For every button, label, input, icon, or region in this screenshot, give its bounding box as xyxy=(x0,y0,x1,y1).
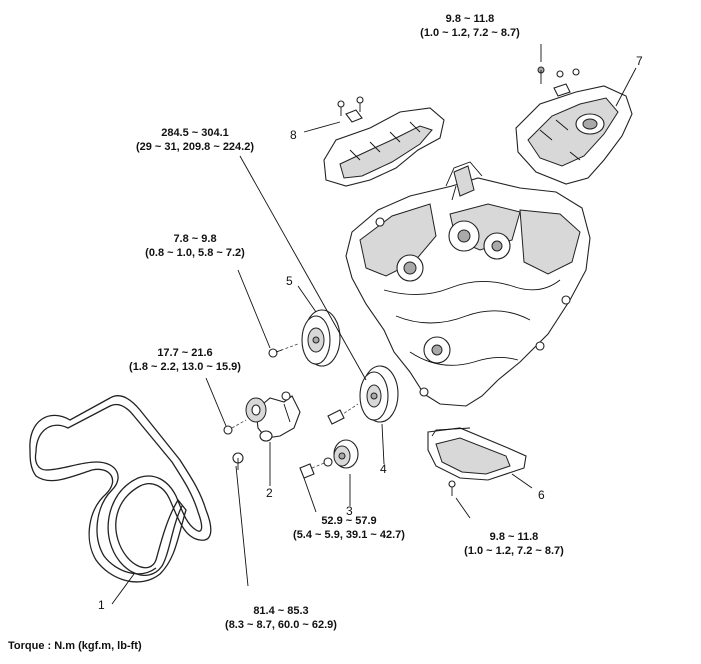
callout-crankshaft-pulley: 4 xyxy=(380,462,387,476)
callout-auto-tensioner: 2 xyxy=(266,486,273,500)
torque-label-idler-pulley: 52.9 ~ 57.9 (5.4 ~ 5.9, 39.1 ~ 42.7) xyxy=(274,514,424,542)
callout-head-cover-right: 7 xyxy=(636,54,643,68)
torque-kgf-lbft: (8.3 ~ 8.7, 60.0 ~ 62.9) xyxy=(225,619,337,631)
crankshaft-pulley-bolt xyxy=(327,409,345,425)
engine-block xyxy=(345,161,591,407)
cylinder-head-cover-left xyxy=(323,96,445,187)
idler-pulley-bolts xyxy=(299,457,333,479)
torque-label-tensioner: 17.7 ~ 21.6 (1.8 ~ 2.2, 13.0 ~ 15.9) xyxy=(100,346,270,374)
torque-label-head-cover-right: 9.8 ~ 11.8 (1.0 ~ 1.2, 7.2 ~ 8.7) xyxy=(400,12,540,40)
torque-nm: 52.9 ~ 57.9 xyxy=(321,515,377,527)
lower-oil-pan xyxy=(427,427,527,496)
torque-nm: 284.5 ~ 304.1 xyxy=(161,127,229,139)
torque-nm: 7.8 ~ 9.8 xyxy=(173,233,217,245)
torque-kgf-lbft: (29 ~ 31, 209.8 ~ 224.2) xyxy=(135,141,255,153)
drive-belt xyxy=(29,395,212,583)
torque-kgf-lbft: (1.0 ~ 1.2, 7.2 ~ 8.7) xyxy=(464,545,564,557)
torque-kgf-lbft: (0.8 ~ 1.0, 5.8 ~ 7.2) xyxy=(145,247,245,259)
torque-kgf-lbft: (1.0 ~ 1.2, 7.2 ~ 8.7) xyxy=(420,27,520,39)
tensioner-bolts xyxy=(223,419,247,470)
torque-nm: 81.4 ~ 85.3 xyxy=(253,605,309,617)
callout-drive-belt: 1 xyxy=(98,598,105,612)
callout-idler-pulley: 3 xyxy=(346,504,353,518)
callout-head-cover-left: 8 xyxy=(290,128,297,142)
torque-unit-legend: Torque : N.m (kgf.m, lb-ft) xyxy=(8,640,142,652)
crankshaft-damper-pulley xyxy=(339,365,399,423)
torque-nm: 9.8 ~ 11.8 xyxy=(445,13,495,25)
torque-kgf-lbft: (5.4 ~ 5.9, 39.1 ~ 42.7) xyxy=(293,529,405,541)
torque-kgf-lbft: (1.8 ~ 2.2, 13.0 ~ 15.9) xyxy=(129,361,241,373)
callout-water-pump-pulley: 5 xyxy=(286,274,293,288)
torque-label-crank-pulley: 284.5 ~ 304.1 (29 ~ 31, 209.8 ~ 224.2) xyxy=(110,126,280,154)
torque-nm: 17.7 ~ 21.6 xyxy=(157,347,213,359)
torque-nm: 9.8 ~ 11.8 xyxy=(489,531,539,543)
leader-lines xyxy=(111,44,637,605)
water-pump-pulley xyxy=(275,309,341,367)
auto-tensioner xyxy=(245,391,301,442)
torque-label-tensioner-lower: 81.4 ~ 85.3 (8.3 ~ 8.7, 60.0 ~ 62.9) xyxy=(196,604,366,632)
torque-label-oil-pan: 9.8 ~ 11.8 (1.0 ~ 1.2, 7.2 ~ 8.7) xyxy=(444,530,584,558)
water-pump-pulley-bolt xyxy=(268,348,283,358)
cylinder-head-cover-right xyxy=(515,66,633,185)
idler-pulley xyxy=(311,439,359,469)
torque-label-water-pump-pulley: 7.8 ~ 9.8 (0.8 ~ 1.0, 5.8 ~ 7.2) xyxy=(120,232,270,260)
callout-oil-pan: 6 xyxy=(538,488,545,502)
